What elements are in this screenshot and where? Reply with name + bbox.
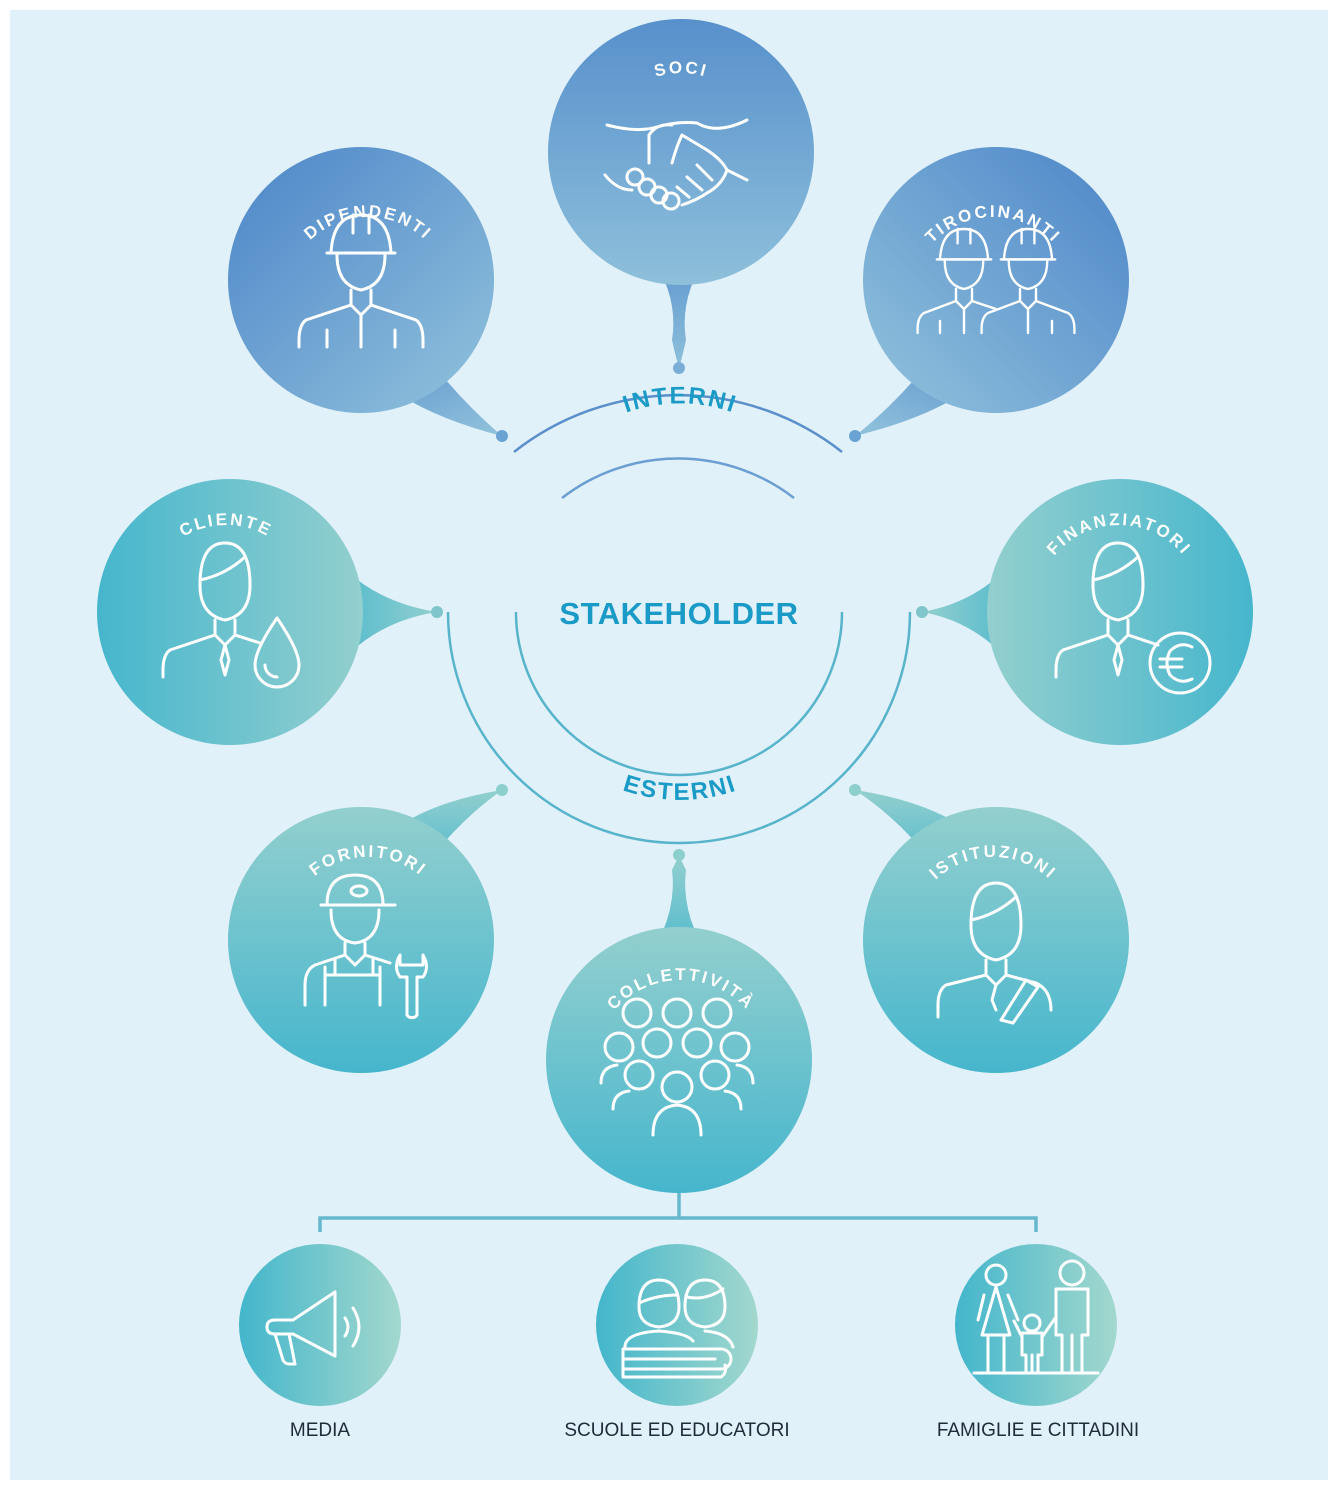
handshake-icon	[603, 118, 749, 211]
two-workers-icon	[916, 227, 1076, 335]
bubble-fornitori: FORNITORI	[228, 784, 508, 1073]
bubble-collettivita: COLLETTIVITÀ	[546, 849, 812, 1193]
teachers-book-icon	[621, 1278, 735, 1379]
label-media: MEDIA	[289, 1420, 351, 1441]
bubble-soci: SOCI	[548, 19, 814, 374]
person-sash-icon	[936, 881, 1053, 1025]
center-title: STAKEHOLDER	[559, 596, 798, 631]
bubble-finanziatori: FINANZIATORI	[916, 479, 1253, 745]
family-icon	[972, 1259, 1100, 1375]
bubble-cliente: CLIENTE	[97, 479, 443, 745]
svg-text:SOCI: SOCI	[652, 58, 710, 81]
person-euro-icon	[1054, 541, 1212, 695]
center-arcs	[446, 393, 912, 845]
label-famiglie: FAMIGLIE E CITTADINI	[936, 1420, 1140, 1441]
worker-wrench-icon	[303, 873, 428, 1020]
circle-famiglie	[955, 1244, 1117, 1406]
crowd-icon	[599, 997, 755, 1137]
megaphone-icon	[265, 1290, 361, 1366]
bubble-tirocinanti: TIROCINANTI	[849, 147, 1129, 442]
person-water-drop-icon	[161, 541, 301, 689]
label-scuole: SCUOLE ED EDUCATORI	[564, 1420, 790, 1441]
bubble-istituzioni: ISTITUZIONI	[849, 784, 1129, 1073]
worker-helmet-icon	[297, 213, 425, 349]
label-soci: SOCI	[652, 58, 708, 81]
circle-media	[239, 1244, 401, 1406]
bubble-dipendenti: DIPENDENTI	[228, 147, 508, 442]
tree-connector	[318, 1193, 1038, 1232]
circle-scuole	[596, 1244, 758, 1406]
